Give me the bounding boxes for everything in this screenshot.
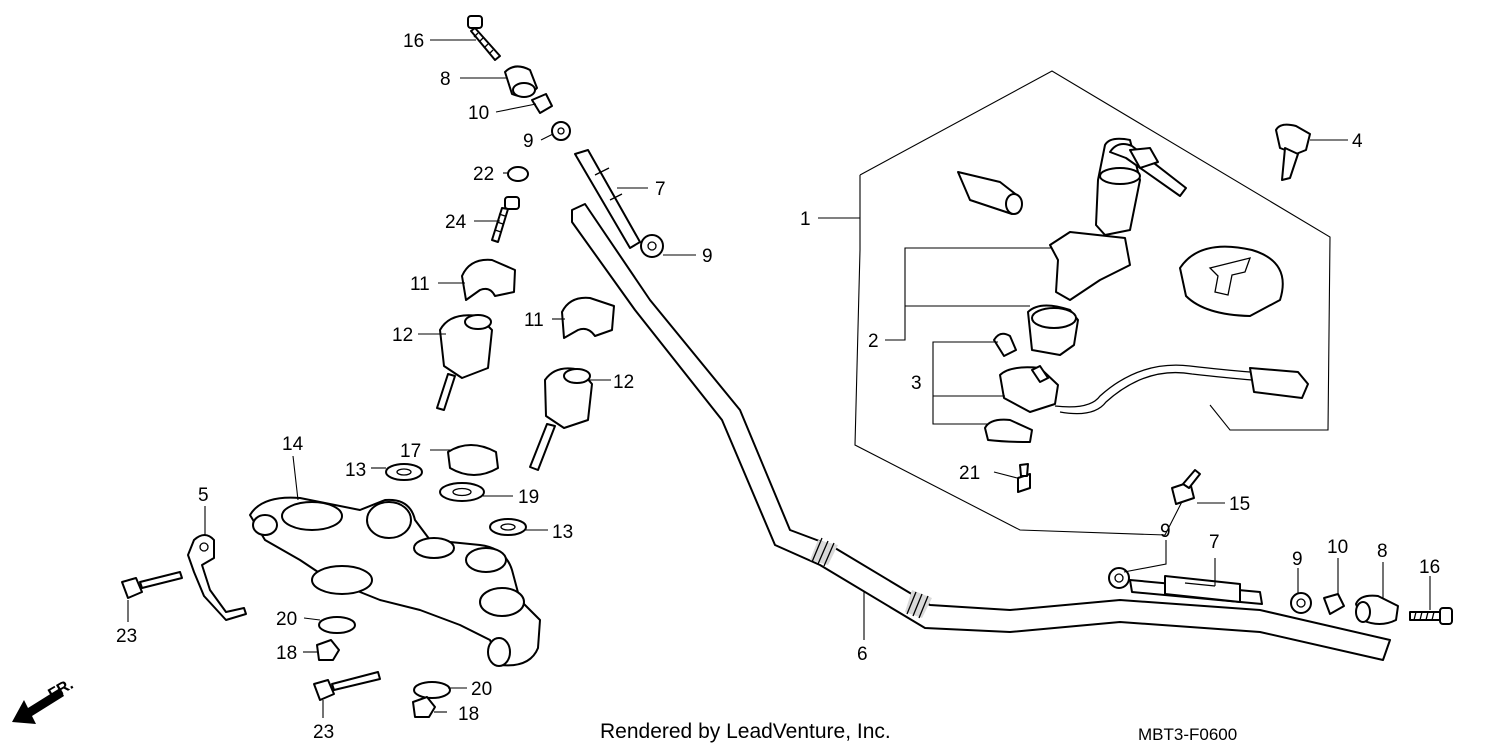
callout-15: 15	[1229, 494, 1250, 515]
callout-6: 6	[857, 644, 868, 665]
top-bridge-14	[249, 496, 541, 667]
callout-19: 19	[518, 487, 539, 508]
callout-16-lower: 16	[1419, 557, 1440, 578]
nut-18-lower	[412, 696, 436, 718]
handlebar-holders	[436, 258, 615, 471]
nut-17	[447, 444, 499, 476]
callout-10-top: 10	[468, 103, 489, 124]
bolt-24	[491, 196, 520, 243]
callout-9-mid: 9	[702, 246, 713, 267]
callout-8-top: 8	[440, 69, 451, 90]
bar-end-weight-8-top	[504, 65, 538, 98]
bolt-23-bottom	[313, 671, 381, 701]
callout-10-lower: 10	[1327, 537, 1348, 558]
callout-7-top: 7	[655, 179, 666, 200]
callout-8-lower: 8	[1377, 541, 1388, 562]
collar-22	[507, 166, 529, 182]
key-4	[1275, 123, 1311, 181]
callout-7-lower: 7	[1209, 532, 1220, 553]
bolt-23-left	[121, 571, 183, 599]
bolt-21	[1017, 463, 1031, 493]
rubber-collar-9-top	[551, 121, 571, 141]
washer-13-left	[385, 463, 423, 481]
bolt-15	[1171, 469, 1201, 505]
callout-3: 3	[911, 373, 922, 394]
lower-holder-12-left	[436, 314, 493, 411]
callout-13-left: 13	[345, 460, 366, 481]
clip-10-lower	[1323, 593, 1345, 615]
callout-21: 21	[959, 463, 980, 484]
callout-17: 17	[400, 441, 421, 462]
lower-holder-12-right	[529, 367, 593, 471]
weight-rod-7-lower	[1129, 575, 1263, 605]
upper-holder-11-left	[461, 258, 516, 301]
callout-9-lower-left: 9	[1160, 521, 1171, 542]
callout-12-left: 12	[392, 325, 413, 346]
diagram-code: MBT3-F0600	[1138, 725, 1237, 744]
rubber-collar-9-mid	[640, 234, 664, 258]
weight-rod-7-top	[574, 149, 641, 249]
callout-13-right: 13	[552, 522, 573, 543]
callout-18-upper: 18	[276, 643, 297, 664]
leader-lines	[127, 39, 1431, 718]
callout-16-top: 16	[403, 31, 424, 52]
handlebar	[571, 203, 1391, 661]
clip-10-top	[531, 93, 553, 114]
callout-11-right: 11	[524, 310, 544, 331]
rubber-collar-9-left	[1108, 567, 1130, 589]
washers-and-nut	[385, 444, 527, 536]
callout-9-top: 9	[523, 131, 534, 152]
washer-20-upper	[318, 616, 356, 634]
lower-bar-end-parts	[1108, 567, 1453, 625]
bracket-5	[187, 534, 247, 621]
bolt-16-top	[467, 15, 501, 61]
callout-18-lower: 18	[458, 704, 479, 725]
callout-9-lower-right: 9	[1292, 549, 1303, 570]
bolt-16-lower	[1409, 607, 1453, 625]
callout-12-right: 12	[613, 372, 634, 393]
callout-22: 22	[473, 164, 494, 185]
callout-23-bottom: 23	[313, 722, 334, 743]
upper-bar-end-parts	[467, 15, 664, 258]
rubber-collar-9-right	[1290, 592, 1312, 614]
nut-18-upper	[316, 639, 340, 661]
ignition-kit	[854, 70, 1331, 536]
washer-19	[439, 482, 485, 502]
upper-holder-11-right	[561, 296, 615, 339]
render-credit: Rendered by LeadVenture, Inc.	[600, 720, 891, 743]
callout-11-left: 11	[410, 274, 430, 295]
callout-labels: 16 8 10 9 22 7 24 9 11 11 12 12 14 17 13…	[116, 31, 1440, 743]
callout-4: 4	[1352, 131, 1363, 152]
front-arrow-icon	[12, 688, 64, 724]
callout-5: 5	[198, 485, 209, 506]
bar-end-weight-8-lower	[1355, 594, 1399, 625]
callout-23-left: 23	[116, 626, 137, 647]
callout-14: 14	[282, 434, 304, 455]
callout-2: 2	[868, 331, 879, 352]
washer-20-lower	[413, 681, 451, 699]
washer-13-right	[489, 518, 527, 536]
callout-1: 1	[800, 209, 811, 230]
callout-20-lower: 20	[471, 679, 492, 700]
callout-20-upper: 20	[276, 609, 297, 630]
callout-24: 24	[445, 212, 467, 233]
